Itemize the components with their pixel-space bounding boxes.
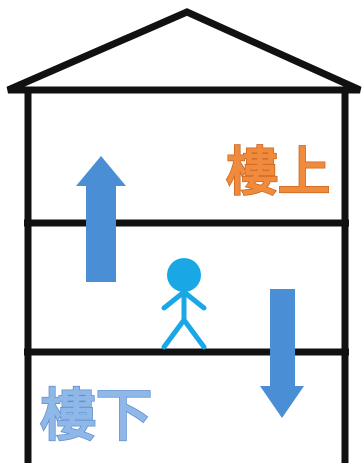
- arrow-up-icon: [76, 156, 126, 282]
- stick-figure-icon: [164, 258, 204, 347]
- downstairs-label: 樓下: [40, 384, 152, 449]
- roof: [8, 12, 360, 90]
- upstairs-label: 樓上: [226, 143, 330, 203]
